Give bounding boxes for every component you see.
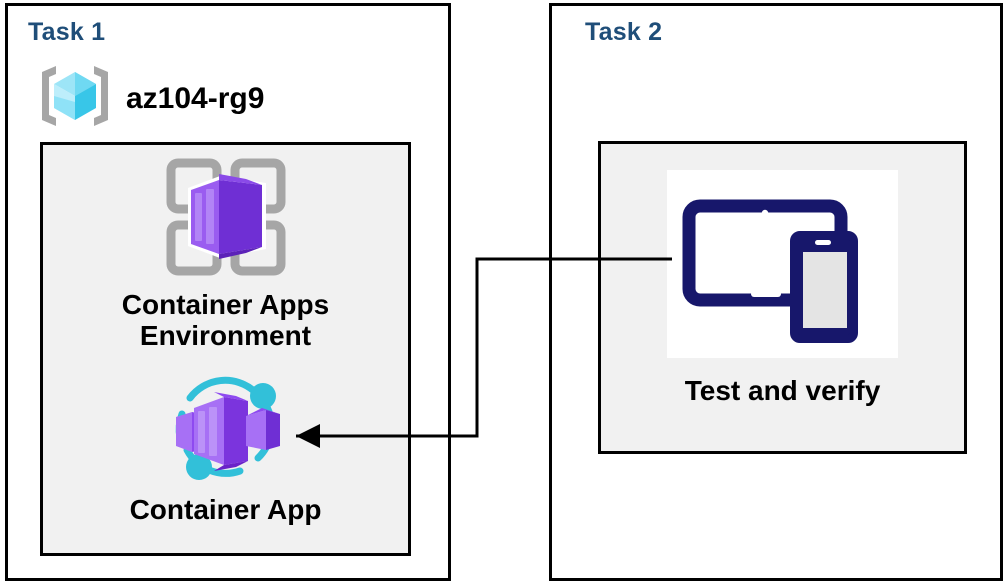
task-1-title: Task 1 bbox=[28, 18, 106, 46]
container-app-icon bbox=[162, 372, 290, 489]
node-test-and-verify: Test and verify bbox=[598, 170, 967, 407]
cyan-dot-bottom bbox=[185, 454, 212, 480]
node-container-app: Container App bbox=[40, 372, 411, 526]
devices-test-icon bbox=[667, 170, 898, 358]
container-app-label: Container App bbox=[129, 494, 322, 525]
task-2-title: Task 2 bbox=[585, 18, 663, 46]
resource-group-label: az104-rg9 bbox=[126, 81, 265, 115]
node-container-apps-environment: Container Apps Environment bbox=[40, 155, 411, 352]
container-apps-environment-icon bbox=[162, 155, 290, 284]
cyan-dot-top bbox=[249, 383, 276, 409]
test-and-verify-label: Test and verify bbox=[684, 375, 881, 406]
resource-group-icon bbox=[36, 62, 114, 135]
resource-group-header: az104-rg9 bbox=[36, 62, 264, 135]
container-apps-environment-label: Container Apps Environment bbox=[121, 289, 330, 351]
